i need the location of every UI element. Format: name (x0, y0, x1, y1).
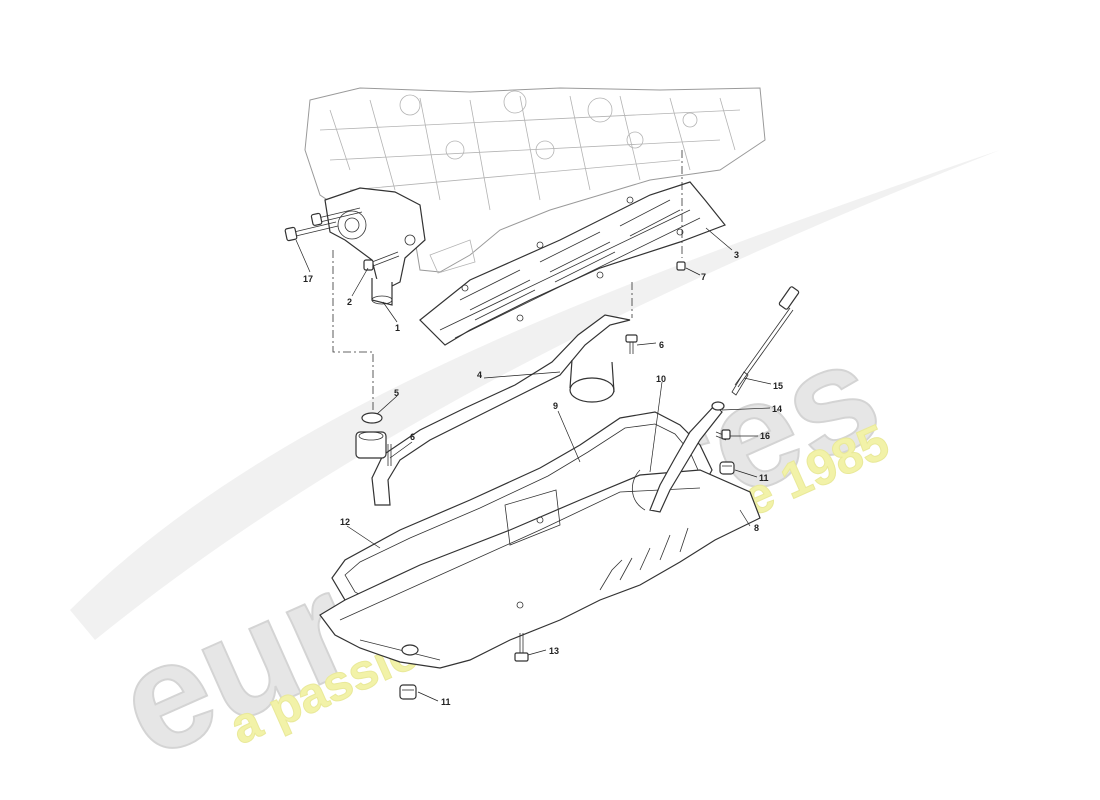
drain-plug-11-right (719, 461, 735, 475)
bolt-16 (715, 429, 731, 441)
oil-pickup-tube (355, 314, 631, 506)
bolt-6-lower (387, 444, 392, 466)
callout-5: 5 (394, 388, 399, 398)
callout-1: 1 (395, 323, 400, 333)
nut-7 (676, 261, 686, 271)
callout-9: 9 (553, 401, 558, 411)
callout-3: 3 (734, 250, 739, 260)
watermark: eurospares a passion for parts since 198… (70, 150, 1000, 790)
drain-plug-11-bottom (399, 684, 417, 700)
windage-tray (419, 181, 726, 346)
callout-17: 17 (303, 274, 313, 284)
bolt-13 (514, 633, 529, 662)
callout-8: 8 (754, 523, 759, 533)
callout-12: 12 (340, 517, 350, 527)
alignment-lines (332, 150, 683, 420)
callout-4: 4 (477, 370, 482, 380)
callout-2: 2 (347, 297, 352, 307)
callout-6-lower: 6 (410, 432, 415, 442)
o-ring-5 (361, 412, 383, 424)
oil-sump (319, 469, 761, 669)
dipstick (731, 286, 800, 396)
oil-pump (324, 187, 426, 306)
callout-11-right: 11 (759, 473, 769, 483)
callout-7: 7 (701, 272, 706, 282)
dipstick-tube (631, 401, 725, 513)
callout-15: 15 (773, 381, 783, 391)
callouts: 17 2 1 3 7 6 4 5 6 10 9 15 14 16 11 8 12… (303, 250, 783, 707)
callout-6-upper: 6 (659, 340, 664, 350)
callout-13: 13 (549, 646, 559, 656)
bolts-17 (284, 207, 363, 242)
leader-lines (295, 227, 772, 702)
callout-11-bottom: 11 (441, 697, 451, 707)
callout-14: 14 (772, 404, 782, 414)
callout-10: 10 (656, 374, 666, 384)
bolt-6-upper (625, 334, 638, 354)
bolt-2 (363, 251, 400, 271)
callout-16: 16 (760, 431, 770, 441)
